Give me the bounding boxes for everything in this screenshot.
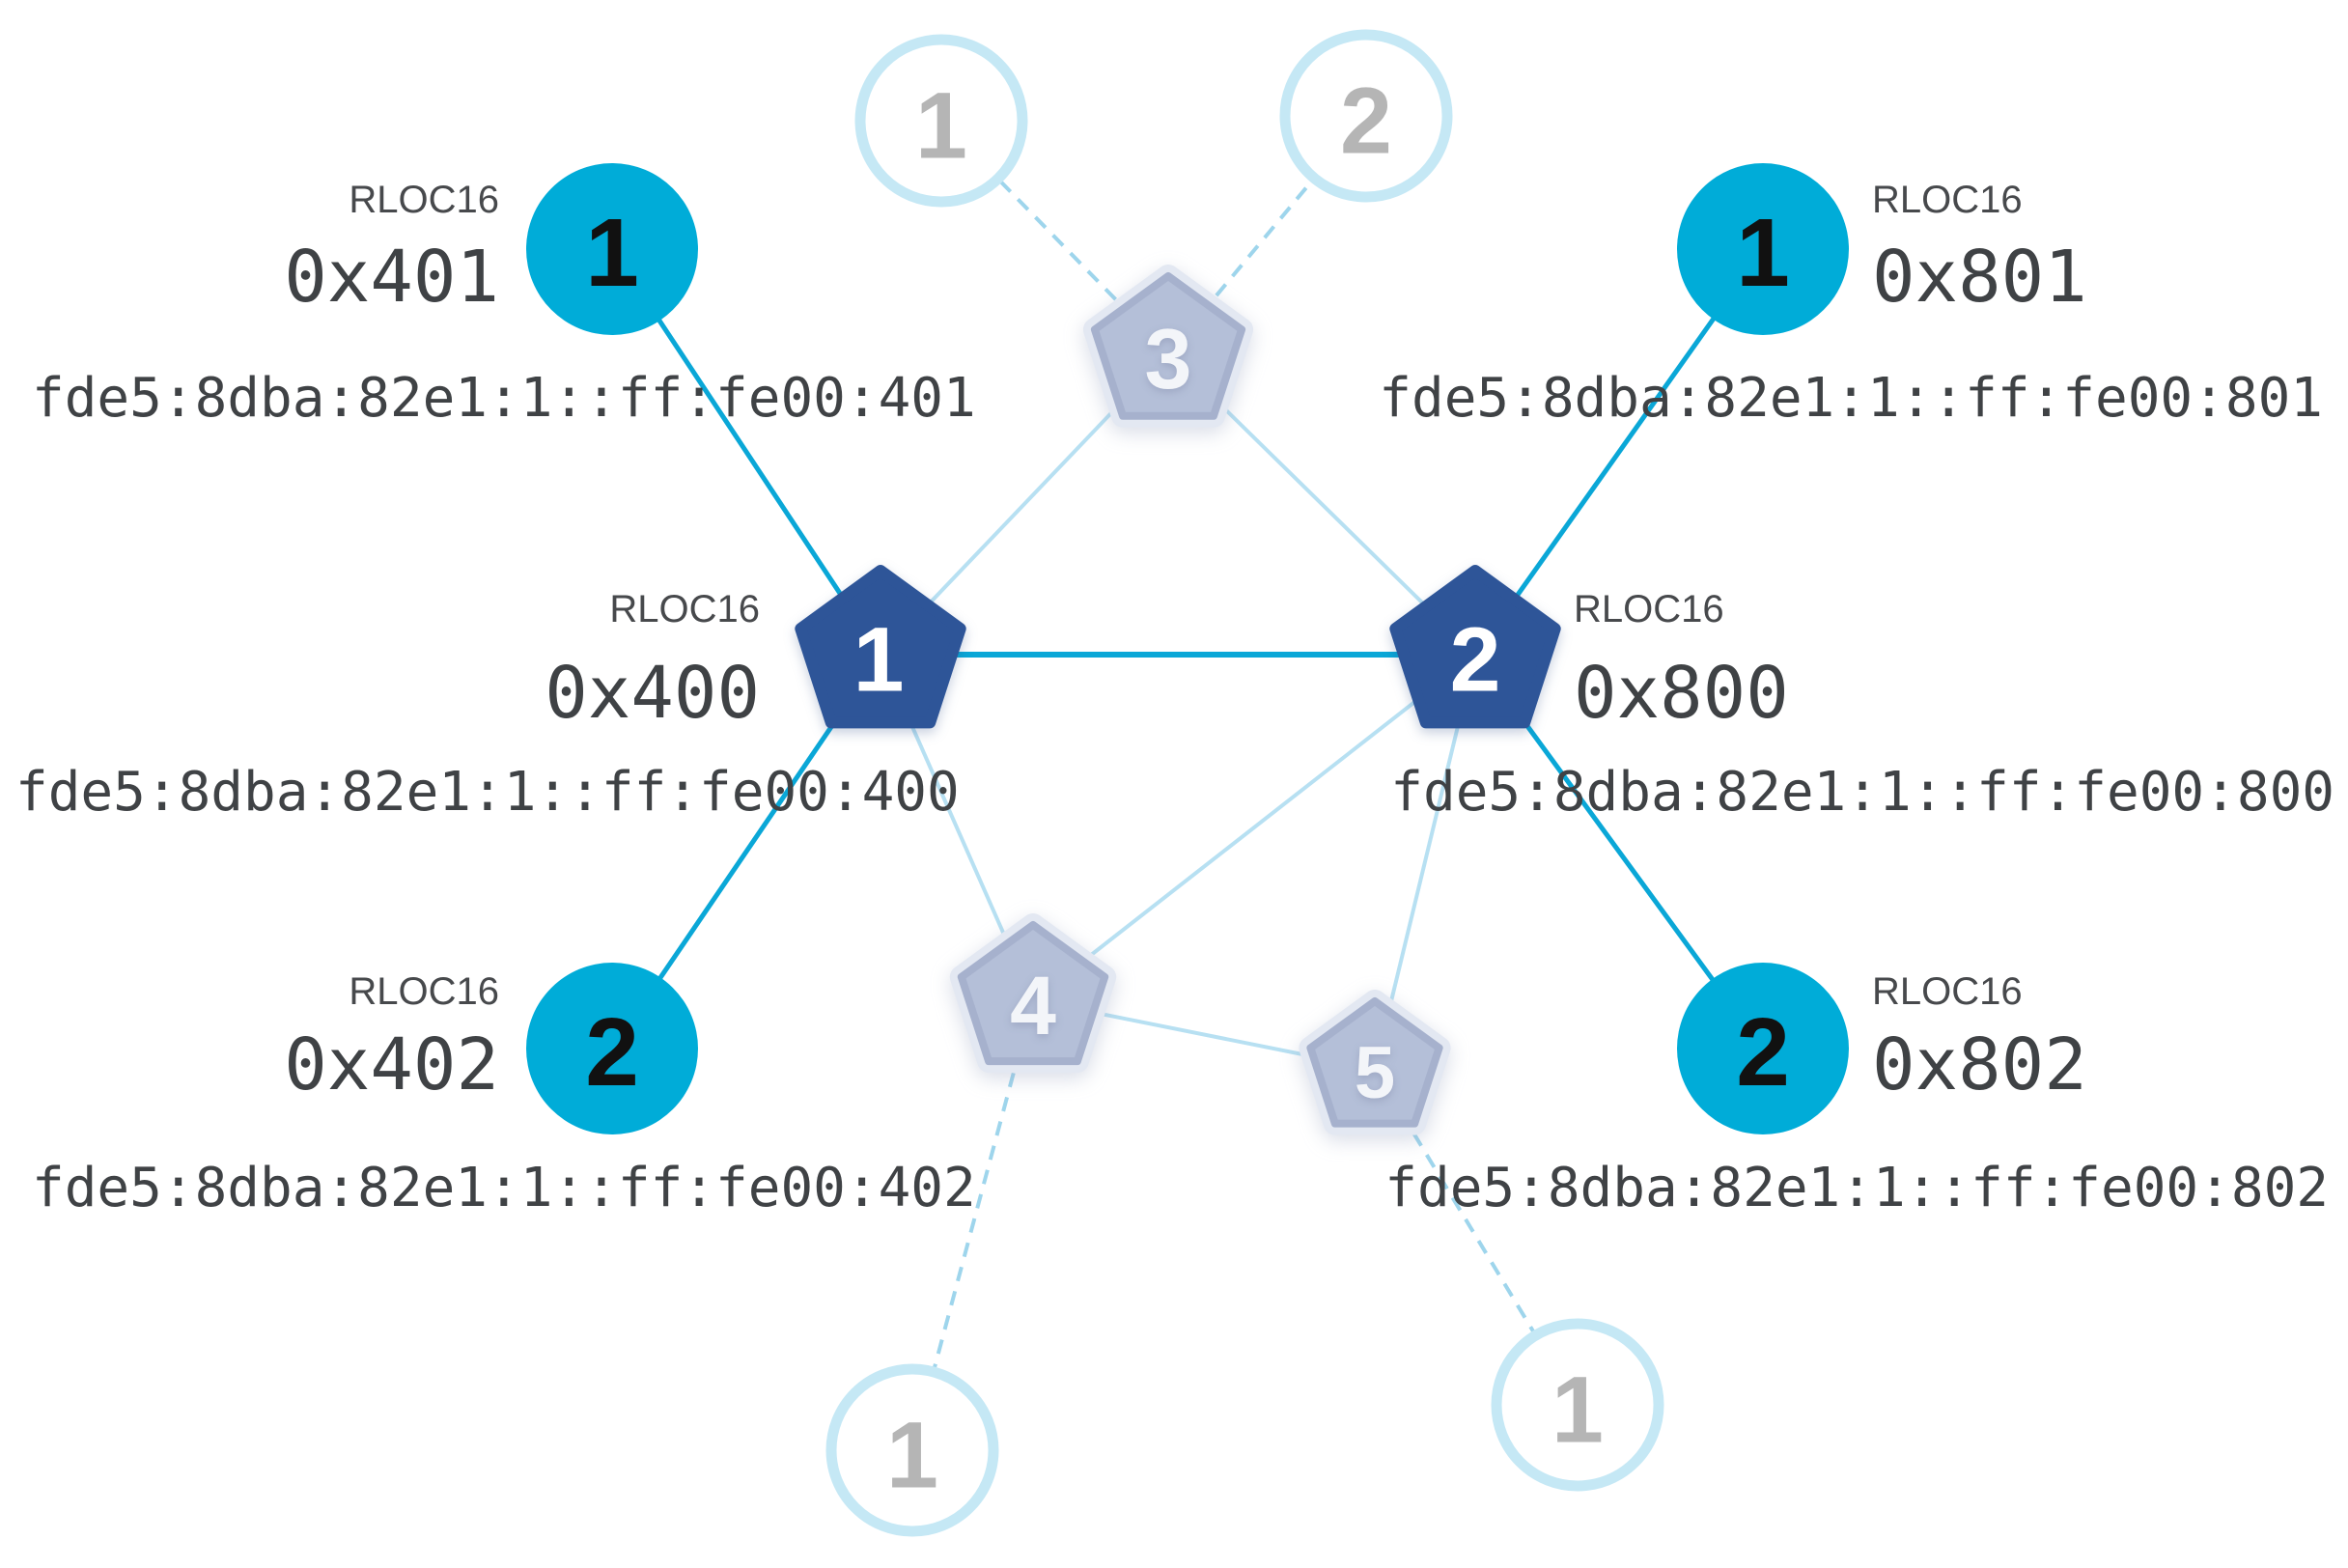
child802-number: 2 — [1736, 998, 1790, 1106]
idle-child-nodes — [825, 29, 1664, 1537]
child801-ipv6: fde5:8dba:82e1:1::ff:fe00:801 — [1379, 367, 2323, 430]
idle-child-bottom-left-shape — [825, 1363, 999, 1537]
child401-rloc16: 0x401 — [284, 236, 499, 319]
active-child-nodes — [526, 163, 1849, 1134]
router2-number: 2 — [1449, 608, 1501, 712]
child401-shape — [526, 163, 698, 335]
child402-rloc-label: RLOC16 — [349, 970, 499, 1013]
router2-ipv6: fde5:8dba:82e1:1::ff:fe00:800 — [1390, 761, 2334, 824]
child802-rloc-label: RLOC16 — [1872, 970, 2023, 1013]
idle-router3-number: 3 — [1144, 311, 1192, 406]
router1-rloc-label: RLOC16 — [609, 588, 760, 630]
idle-router4-shape — [957, 921, 1109, 1066]
child801-rloc-label: RLOC16 — [1872, 179, 2023, 221]
child801-number: 1 — [1736, 199, 1790, 307]
router1-ipv6: fde5:8dba:82e1:1::ff:fe00:400 — [15, 761, 960, 824]
active-router-nodes — [795, 565, 1561, 729]
link-router2-router4 — [1031, 653, 1477, 1002]
idle-child-bottom-right-number: 1 — [1551, 1357, 1604, 1463]
router2-rloc16: 0x800 — [1574, 652, 1789, 735]
idle-child-bottom-right-shape — [1491, 1318, 1664, 1492]
child401-ipv6: fde5:8dba:82e1:1::ff:fe00:401 — [32, 367, 976, 430]
idle-child-top-right-shape — [1279, 29, 1453, 203]
router1-number: 1 — [853, 608, 905, 712]
child402-ipv6: fde5:8dba:82e1:1::ff:fe00:402 — [32, 1157, 976, 1219]
child802-rloc16: 0x802 — [1872, 1023, 2087, 1106]
child402-shape — [526, 963, 698, 1134]
router2-shape — [1389, 565, 1561, 729]
child802-shape — [1677, 963, 1849, 1134]
idle-router5-number: 5 — [1354, 1032, 1396, 1114]
child802-ipv6: fde5:8dba:82e1:1::ff:fe00:802 — [1384, 1157, 2329, 1219]
child401-number: 1 — [585, 199, 639, 307]
idle-child-bottom-left-number: 1 — [886, 1402, 938, 1508]
idle-child-top-left-shape — [854, 34, 1028, 208]
idle-child-top-right-number: 2 — [1340, 68, 1392, 174]
child402-rloc16: 0x402 — [284, 1023, 499, 1106]
idle-router5-shape — [1306, 997, 1443, 1128]
idle-router4-number: 4 — [1010, 960, 1056, 1052]
idle-router3-shape — [1090, 272, 1246, 420]
idle-router-nodes — [949, 265, 1451, 1135]
idle-child-top-left-number: 1 — [915, 72, 967, 179]
router2-rloc-label: RLOC16 — [1574, 588, 1724, 630]
child801-shape — [1677, 163, 1849, 335]
child801-rloc16: 0x801 — [1872, 236, 2087, 319]
router1-rloc16: 0x400 — [545, 652, 760, 735]
child401-rloc-label: RLOC16 — [349, 179, 499, 221]
router1-shape — [795, 565, 966, 729]
child402-number: 2 — [585, 998, 639, 1106]
